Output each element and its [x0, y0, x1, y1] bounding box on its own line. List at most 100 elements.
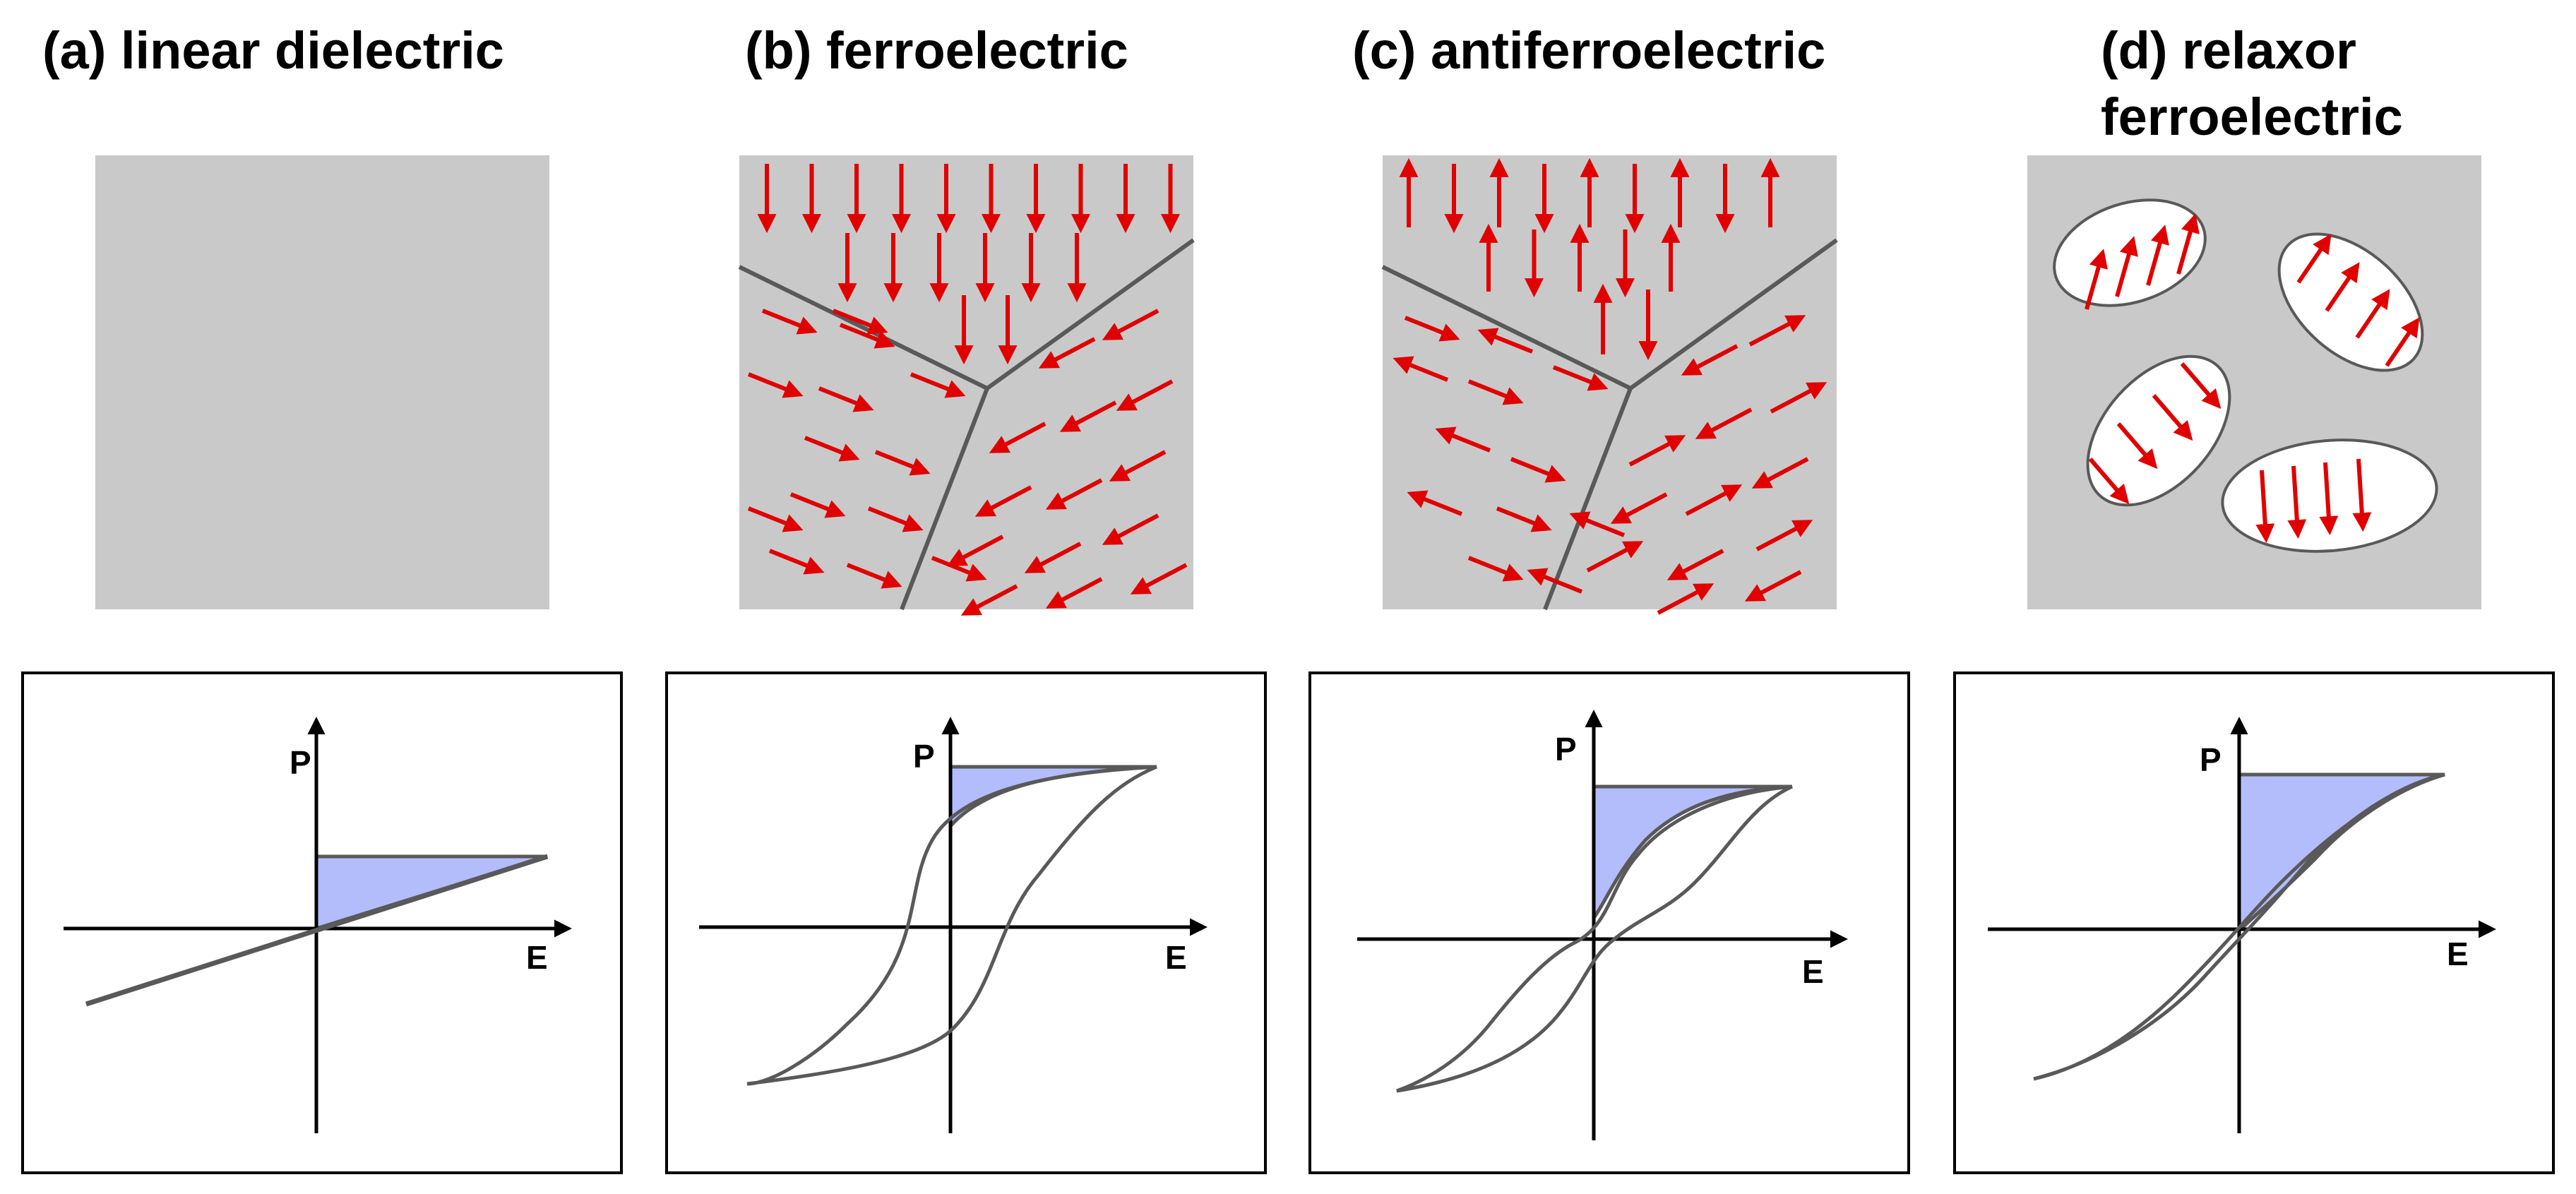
- double-hysteresis-loop: [1396, 784, 1794, 1093]
- dipole-arrow: [2146, 225, 2169, 286]
- dipole-arrow: [1404, 316, 1460, 342]
- panel-b-title: (b) ferroelectric: [745, 21, 1128, 80]
- dipole-arrow: [1130, 563, 1188, 595]
- dipole-arrow: [747, 372, 804, 398]
- dipole-arrow: [1770, 382, 1827, 414]
- dipole-arrow: [1102, 513, 1159, 545]
- dipole-arrow: [2116, 422, 2158, 470]
- dipole-arrow: [1610, 492, 1668, 524]
- dipole-arrow: [2296, 234, 2332, 284]
- dipole-arrow: [832, 309, 888, 335]
- p-axis-label: P: [1555, 731, 1577, 768]
- dipole-arrow: [1569, 511, 1626, 537]
- dipole-arrow: [1685, 484, 1743, 516]
- panel-d-title-line2: ferroelectric: [2101, 88, 2403, 146]
- dipole-arrow: [1477, 328, 1534, 354]
- dipole-arrow: [946, 535, 1004, 566]
- dipole-arrow: [1748, 315, 1806, 347]
- hysteresis-loop: [746, 765, 1157, 1086]
- dipole-arrow: [1755, 520, 1813, 551]
- dipole-arrow: [1109, 450, 1167, 482]
- slim-hysteresis-loop: [2033, 772, 2445, 1081]
- panel-b-microstructure: [738, 155, 1195, 616]
- dipole-arrow: [960, 584, 1018, 616]
- dipole-arrow: [2176, 213, 2200, 275]
- panel-d-pe-plot: P E: [1953, 671, 2555, 1174]
- dipole-arrow: [2287, 465, 2307, 539]
- panel-c-pe-plot: P E: [1308, 671, 1910, 1174]
- e-axis-label: E: [2447, 936, 2469, 972]
- dipole-arrow: [2325, 262, 2360, 312]
- plot-frame: [1308, 671, 1910, 1174]
- dipole-arrow: [974, 485, 1032, 517]
- dipole-arrow: [931, 556, 987, 582]
- dipole-arrow: [1510, 457, 1566, 483]
- dipole-arrows: [2085, 213, 2420, 544]
- dipole-arrow: [1059, 400, 1117, 432]
- dipole-arrow: [804, 436, 860, 462]
- dipole-arrow: [789, 492, 846, 518]
- dipole-arrow: [846, 563, 902, 589]
- dipole-arrow: [1657, 583, 1715, 615]
- dipole-arrow: [1102, 309, 1159, 340]
- dipole-arrow: [989, 422, 1046, 453]
- dipole-arrow: [1681, 344, 1739, 376]
- p-axis-label: P: [913, 738, 935, 775]
- dipole-arrow: [2319, 462, 2339, 536]
- dipole-arrow: [2088, 458, 2130, 505]
- dipole-arrow: [1586, 541, 1644, 573]
- p-axis-label: P: [290, 744, 311, 781]
- panel-b-pe-plot: P E: [665, 671, 1267, 1174]
- dipole-arrow: [1024, 542, 1082, 573]
- dipole-arrow: [874, 450, 931, 476]
- dipole-arrows: [747, 164, 1188, 616]
- polar-nanoregion: [2221, 438, 2438, 553]
- dipole-arrow: [2085, 249, 2108, 310]
- dipole-arrow: [768, 549, 825, 575]
- dipole-arrow: [1695, 407, 1753, 439]
- polar-nanoregion: [2277, 232, 2424, 372]
- dipole-arrow: [2115, 236, 2138, 297]
- plot-frame: [665, 671, 1267, 1174]
- dipole-arrow: [1744, 570, 1802, 602]
- dipole-arrow: [2180, 362, 2222, 410]
- dipole-arrow: [1496, 506, 1552, 532]
- domain-square: [95, 155, 549, 609]
- dipole-arrow: [1393, 356, 1449, 382]
- dipole-arrow: [839, 323, 895, 349]
- dipole-arrow: [2385, 317, 2420, 367]
- dipole-arrow: [1116, 379, 1174, 411]
- dipole-arrow: [1435, 426, 1491, 453]
- dipole-arrow: [1038, 337, 1096, 369]
- dipole-arrow: [1751, 457, 1809, 489]
- dipole-arrow: [867, 506, 924, 532]
- dipole-arrow: [2355, 289, 2390, 339]
- energy-density-area: [1592, 784, 1793, 924]
- dipole-arrow: [1552, 365, 1609, 391]
- domain-walls: [738, 238, 1195, 611]
- dipole-arrow: [1045, 478, 1103, 510]
- dipole-arrow: [818, 386, 874, 412]
- dipole-arrow: [1467, 556, 1524, 582]
- panel-a-pe-plot: P E: [21, 671, 623, 1174]
- dipole-arrows: [1393, 157, 1827, 615]
- e-axis-label: E: [1165, 939, 1187, 976]
- dipole-arrow: [1045, 577, 1103, 609]
- dipole-arrow: [2152, 394, 2193, 441]
- dipole-arrow: [761, 309, 818, 335]
- panel-d-title-line1: (d) relaxor: [2101, 21, 2356, 80]
- e-axis-label: E: [1802, 953, 1824, 990]
- panel-c-title: (c) antiferroelectric: [1352, 21, 1826, 80]
- dipole-arrow: [910, 372, 966, 398]
- polar-nanoregion: [2086, 354, 2231, 507]
- panel-d-microstructure: [2027, 155, 2481, 609]
- dipole-arrow: [747, 506, 804, 532]
- dipole-arrow: [2255, 470, 2275, 544]
- e-axis-label: E: [526, 939, 548, 976]
- panel-a-title: (a) linear dielectric: [42, 21, 504, 80]
- dipole-arrow: [1628, 435, 1686, 467]
- p-axis-label: P: [2200, 741, 2222, 778]
- dipole-arrow: [1407, 490, 1463, 516]
- dipole-arrow: [1527, 568, 1583, 594]
